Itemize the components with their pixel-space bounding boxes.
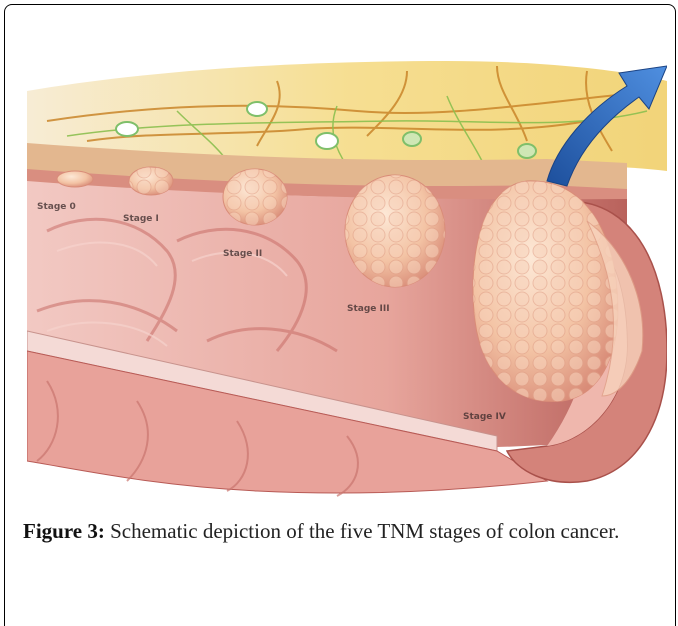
stage-label-3: Stage III bbox=[347, 304, 390, 314]
figure-label: Figure 3: bbox=[23, 519, 105, 543]
tumor-stage-0 bbox=[57, 171, 93, 187]
colon-cancer-stages-illustration: Stage 0 Stage I Stage II Stage III Stage… bbox=[27, 51, 667, 501]
stage-label-2: Stage II bbox=[223, 249, 262, 259]
figure-caption-text: Schematic depiction of the five TNM stag… bbox=[105, 519, 620, 543]
figure-caption: Figure 3: Schematic depiction of the fiv… bbox=[23, 515, 663, 547]
stage-label-0: Stage 0 bbox=[37, 202, 76, 212]
figure-frame: Stage 0 Stage I Stage II Stage III Stage… bbox=[4, 4, 676, 626]
stage-label-1: Stage I bbox=[123, 214, 159, 224]
tumor-stage-3 bbox=[345, 175, 445, 287]
tumor-stage-1 bbox=[129, 167, 173, 195]
tumor-stage-2 bbox=[223, 169, 287, 225]
stage-label-4: Stage IV bbox=[463, 412, 506, 422]
